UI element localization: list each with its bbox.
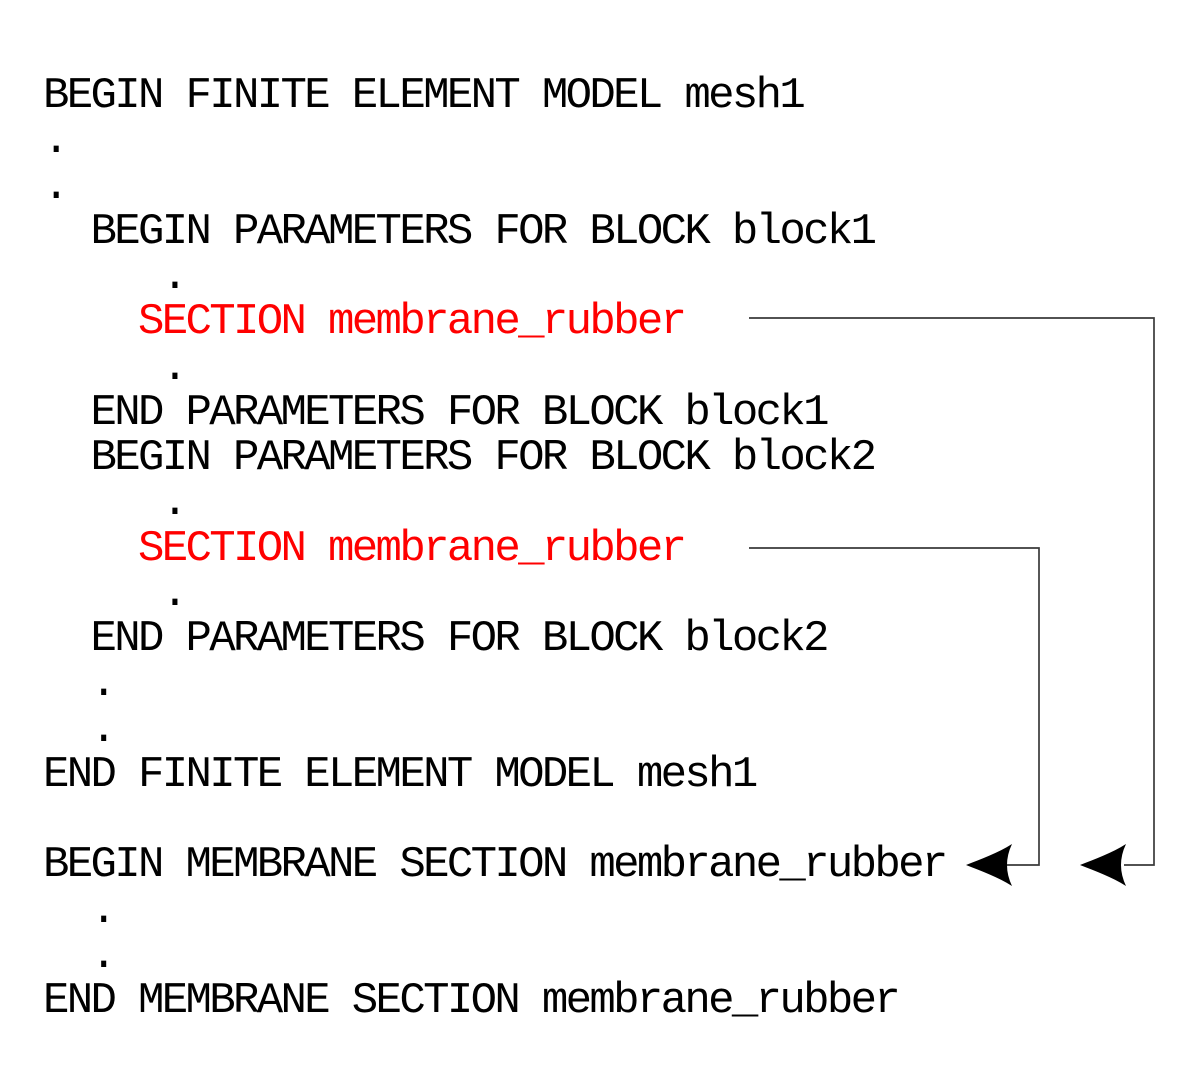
code-line: . xyxy=(43,704,117,755)
code-line: END PARAMETERS FOR BLOCK block2 xyxy=(43,614,830,664)
code-line: . xyxy=(43,116,69,167)
code-line: END MEMBRANE SECTION membrane_rubber xyxy=(43,976,901,1026)
code-listing: BEGIN FINITE ELEMENT MODEL mesh1.. BEGIN… xyxy=(43,71,948,1026)
code-line: . xyxy=(43,568,188,619)
code-line: . xyxy=(43,885,117,936)
code-line: BEGIN MEMBRANE SECTION membrane_rubber xyxy=(43,840,948,891)
code-line: . xyxy=(43,252,188,302)
code-line: BEGIN FINITE ELEMENT MODEL mesh1 xyxy=(43,71,806,121)
code-line: . xyxy=(43,930,117,981)
code-line: END PARAMETERS FOR BLOCK block1 xyxy=(43,387,830,438)
code-line: . xyxy=(43,659,117,710)
arrowhead-icon xyxy=(966,844,1012,886)
code-line: . xyxy=(43,478,188,529)
code-line: . xyxy=(43,161,69,212)
code-line: . xyxy=(43,342,188,393)
arrowhead-icon xyxy=(1080,844,1126,886)
code-line: BEGIN PARAMETERS FOR BLOCK block1 xyxy=(43,206,878,257)
code-line-section-reference: SECTION membrane_rubber xyxy=(43,297,687,348)
code-line: BEGIN PARAMETERS FOR BLOCK block2 xyxy=(43,433,878,483)
code-line-section-reference: SECTION membrane_rubber xyxy=(43,523,687,574)
code-line xyxy=(43,798,946,843)
code-line: END FINITE ELEMENT MODEL mesh1 xyxy=(43,749,758,800)
